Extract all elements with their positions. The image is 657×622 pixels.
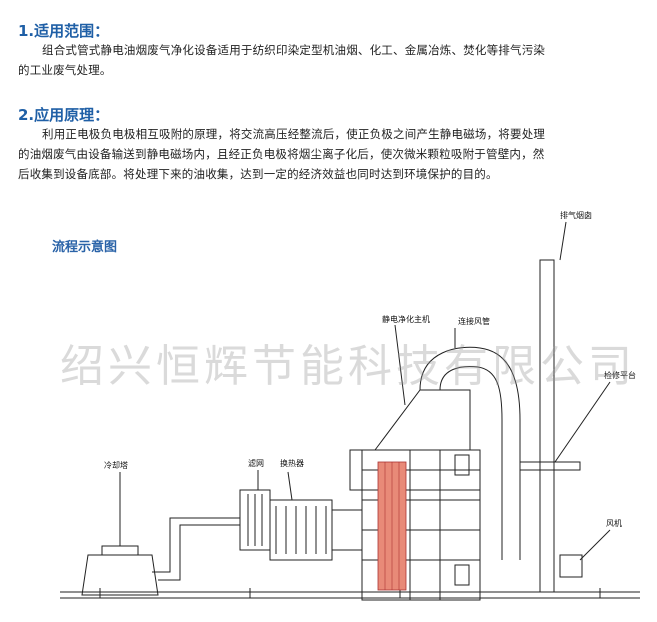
- heat-exchanger-unit: [269, 471, 333, 561]
- connecting-duct: [419, 328, 521, 560]
- label-heat-exchanger: 换热器: [280, 458, 304, 468]
- fan-unit: [559, 529, 611, 578]
- label-maintenance-platform: 检修平台: [604, 370, 636, 380]
- paragraph-line: 利用正电极负电极相互吸附的原理，将交流高压经整流后，使正负极之间产生静电磁场，将…: [42, 127, 546, 141]
- section-title-scope: 1.适用范围：: [18, 22, 110, 40]
- paragraph-line: 的油烟废气由设备输送到静电磁场内，且经正负电极将烟尘离子化后，使次微米颗粒吸附于…: [18, 147, 545, 161]
- section-body-principle: 利用正电极负电极相互吸附的原理，将交流高压经整流后，使正负极之间产生静电磁场，将…: [18, 124, 643, 184]
- label-fan: 风机: [606, 518, 622, 528]
- cooling-tower: [81, 472, 159, 596]
- flow-diagram-title: 流程示意图: [52, 240, 118, 255]
- watermark: 绍兴恒辉节能科技有限公司: [60, 341, 636, 392]
- exhaust-chimney: [539, 221, 567, 593]
- esp-electrode-tubes: [377, 461, 407, 591]
- filter-unit: [239, 470, 271, 551]
- label-exhaust-chimney: 排气烟囱: [560, 210, 592, 220]
- paragraph-line: 组合式管式静电油烟废气净化设备适用于纺织印染定型机油烟、化工、金属冶炼、焚化等排…: [42, 43, 546, 57]
- label-connecting-duct: 连接风管: [458, 316, 490, 326]
- maintenance-platform: [519, 381, 611, 471]
- label-esp-main: 静电净化主机: [382, 314, 430, 324]
- section-title-principle: 2.应用原理：: [18, 106, 110, 124]
- process-flow-diagram: 排气烟囱 静电净化主机 连接风管 检修平台 冷却塔 滤网 换热器 风机: [60, 210, 640, 601]
- paragraph-line: 的工业废气处理。: [18, 63, 112, 77]
- label-filter: 滤网: [248, 458, 264, 468]
- label-cooling-tower: 冷却塔: [104, 460, 128, 470]
- paragraph-line: 后收集到设备底部。将处理下来的油收集，达到一定的经济效益也同时达到环境保护的目的…: [18, 167, 498, 181]
- section-body-scope: 组合式管式静电油烟废气净化设备适用于纺织印染定型机油烟、化工、金属冶炼、焚化等排…: [18, 40, 643, 80]
